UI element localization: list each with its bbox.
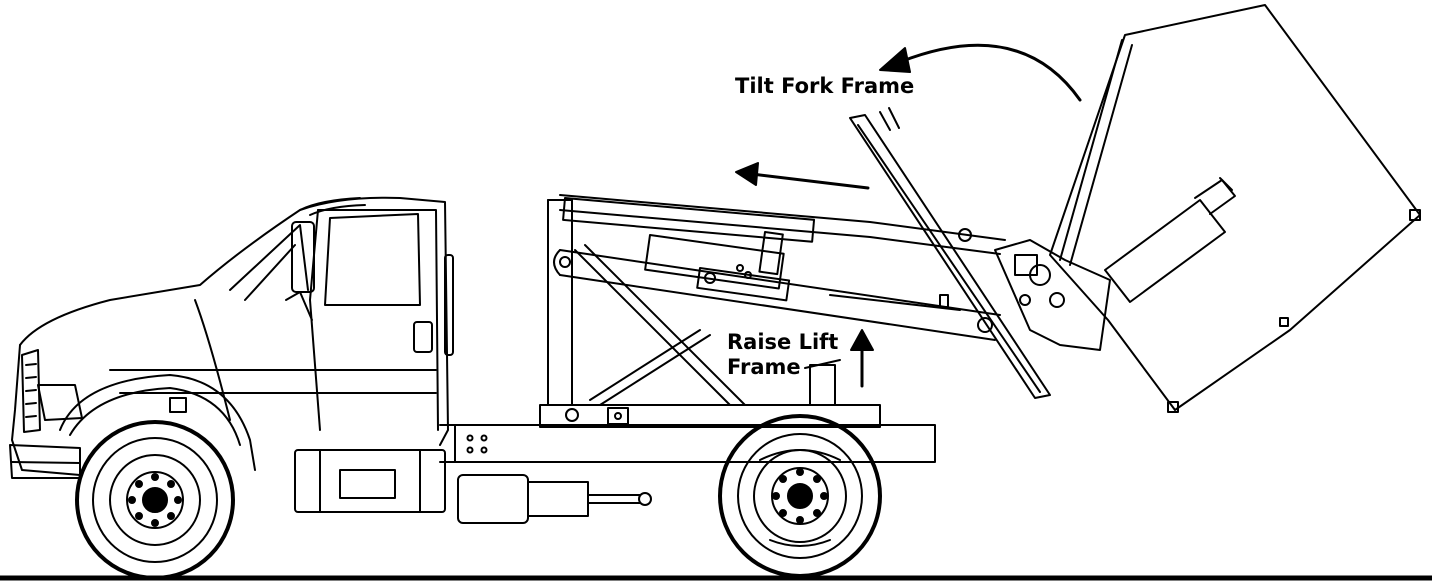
raise-arrow [850,329,874,388]
front-wheel [75,420,235,580]
upper-boom [553,194,1006,341]
rear-wheel [718,414,882,578]
tilt-curved-arrow [879,43,1082,102]
tilt-fork-frame-label: Tilt Fork Frame [735,74,915,98]
retract-arrow [735,162,870,190]
raise-lift-frame-label: Raise Lift Frame [727,330,838,380]
lift-tower [539,199,881,428]
tilt-fork-frame [849,107,1111,399]
truck-cab [9,196,454,479]
dumpster-container [1049,4,1421,413]
truck-chassis [294,424,936,524]
raise-lift-frame-label-line1: Raise Lift [727,330,839,354]
raise-lift-frame-label-line2: Frame [727,355,801,379]
